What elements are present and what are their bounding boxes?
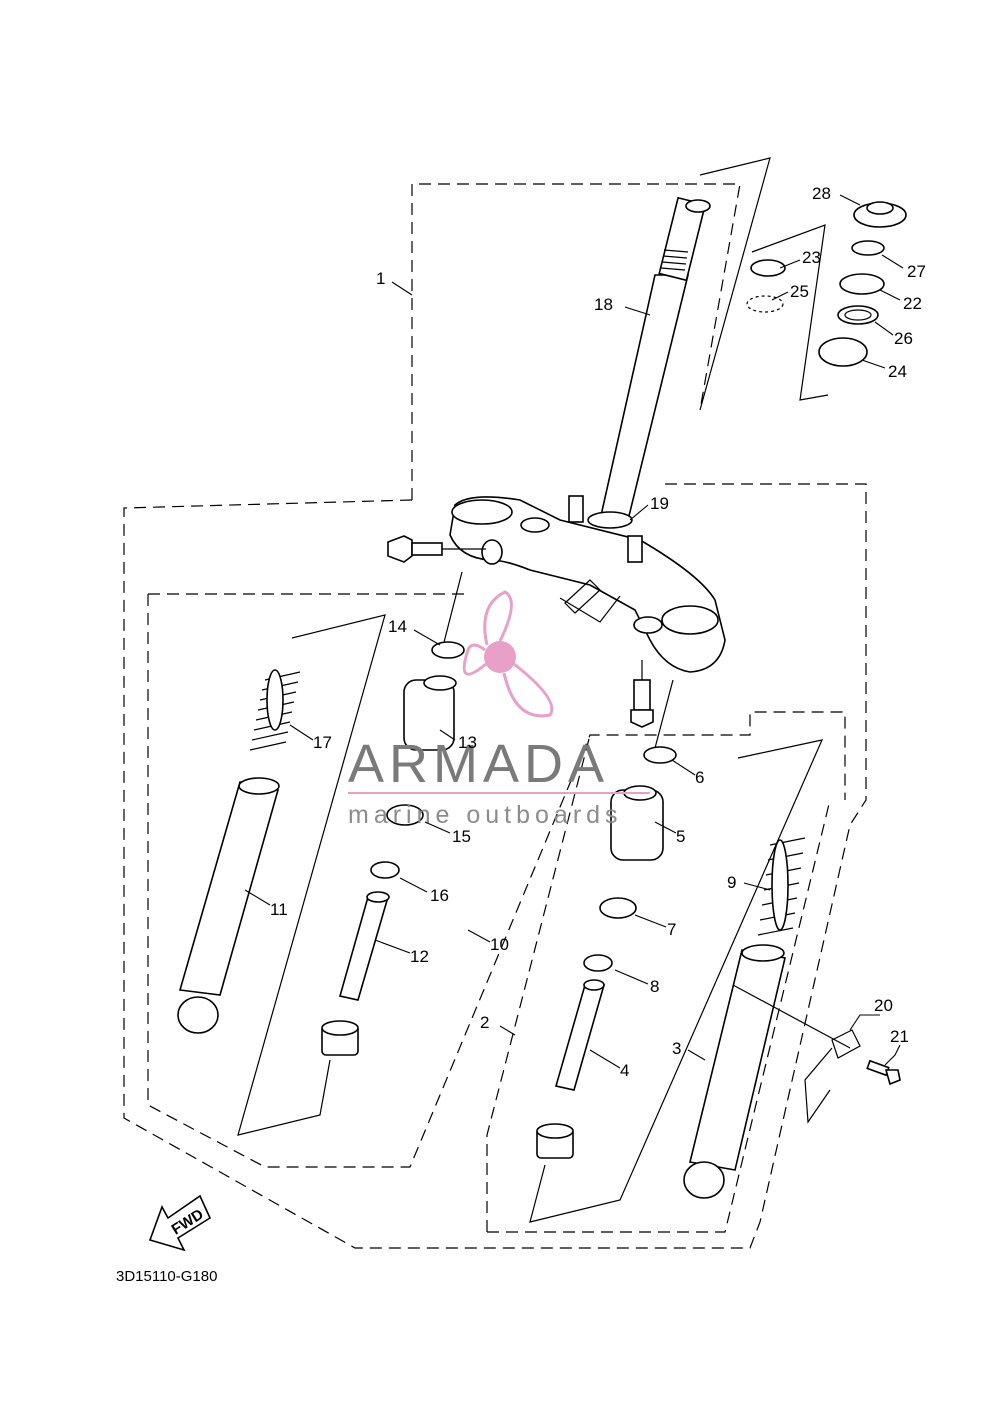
callout-19: 19 (650, 494, 669, 513)
callout-17: 17 (313, 733, 332, 752)
group-outline-fork-10 (147, 593, 846, 1168)
callout-13: 13 (458, 733, 477, 752)
group-outline-assembly-1 (123, 183, 867, 1249)
circlip-15 (386, 804, 424, 826)
pinch-bolt-lower (630, 660, 654, 728)
callout-15: 15 (452, 827, 471, 846)
callout-25: 25 (790, 282, 809, 301)
fork-spring-right (529, 739, 824, 1223)
callout-14: 14 (388, 617, 407, 636)
circlip-14 (431, 641, 465, 659)
watermark-brand: ARMADA (348, 734, 609, 794)
callout-11: 11 (270, 900, 288, 919)
oil-seal-16 (370, 861, 400, 879)
callout-5: 5 (676, 827, 685, 846)
callout-6: 6 (695, 768, 704, 787)
callout-26: 26 (894, 329, 913, 348)
callout-3: 3 (672, 1039, 681, 1058)
callout-27: 27 (907, 262, 926, 281)
outer-tube-right (683, 944, 851, 1199)
outer-tube-left (177, 777, 280, 1034)
callout-21: 21 (890, 1027, 909, 1046)
circlip-6 (643, 746, 677, 764)
callout-24: 24 (888, 362, 907, 381)
callout-18: 18 (594, 295, 613, 314)
bearing-stack (746, 201, 907, 401)
callout-8: 8 (650, 977, 659, 996)
bolt-21 (866, 1059, 901, 1086)
callout-20: 20 (874, 996, 893, 1015)
damper-rod-12 (338, 891, 390, 1001)
callout-leaders (244, 194, 904, 1069)
watermark-logo (462, 590, 554, 718)
steering-stem (587, 157, 771, 529)
callout-7: 7 (667, 920, 676, 939)
fork-boot-left (403, 675, 457, 751)
circlip-7 (599, 897, 637, 919)
callout-10: 10 (490, 935, 509, 954)
callout-23: 23 (802, 248, 821, 267)
callout-4: 4 (620, 1061, 629, 1080)
hose-guide-20 (804, 1029, 861, 1124)
bushing-left (321, 1020, 359, 1056)
bushing-right (536, 1123, 574, 1159)
oil-seal-8 (583, 954, 613, 972)
callout-9: 9 (727, 873, 736, 892)
callout-numbers: 1 2 3 4 5 6 7 8 9 10 11 12 13 14 15 16 1… (270, 184, 926, 1080)
diagram-code: 3D15110-G180 (116, 1268, 217, 1285)
pinch-bolt-left (387, 535, 486, 563)
callout-1: 1 (376, 269, 385, 288)
fwd-arrow-icon: FWD (148, 1194, 212, 1252)
group-outline-fork-2 (486, 734, 831, 1233)
lower-bracket (441, 495, 726, 749)
callout-22: 22 (903, 294, 922, 313)
callout-12: 12 (410, 947, 429, 966)
callout-2: 2 (480, 1013, 489, 1032)
fork-spring-left (237, 614, 386, 1136)
damper-rod-4 (554, 979, 606, 1091)
callout-16: 16 (430, 886, 449, 905)
watermark-tagline: marine outboards (348, 801, 623, 829)
callout-28: 28 (812, 184, 831, 203)
